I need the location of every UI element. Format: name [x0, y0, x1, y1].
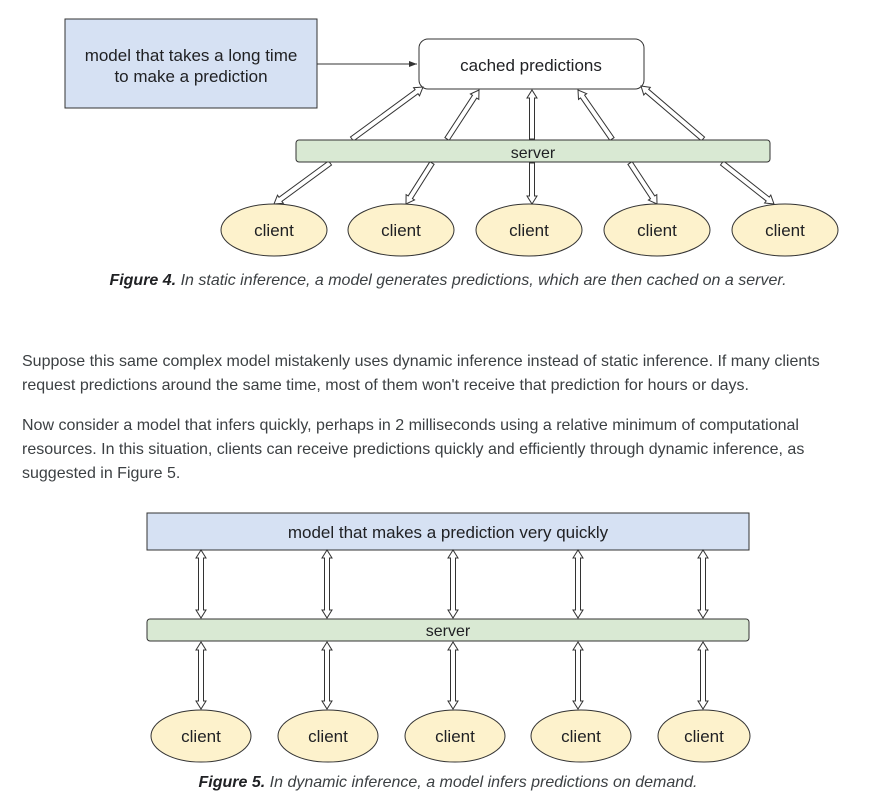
server-to-cache-arrow [349, 86, 424, 142]
fig4-clients: client client client client client [220, 203, 839, 257]
client-2 [347, 203, 455, 257]
fig4-arrows [273, 85, 775, 205]
server-bar [295, 139, 771, 163]
model-server-arrow [572, 549, 584, 619]
client-1 [220, 203, 328, 257]
client-label: client [254, 221, 294, 240]
server-to-cache-arrow [444, 89, 480, 142]
cached-predictions-label: cached predictions [460, 56, 602, 75]
model-server-arrow [447, 549, 459, 619]
server-client-arrow [321, 641, 333, 710]
model-server-arrow [321, 549, 333, 619]
client-5 [657, 709, 751, 763]
server-client-arrow [195, 641, 207, 710]
client-label: client [435, 727, 475, 746]
cached-predictions-box [418, 38, 645, 90]
server-label: server [426, 623, 471, 640]
slow-model-label-line2: to make a prediction [114, 67, 267, 86]
server-client-arrow [447, 641, 459, 710]
server-to-cache-arrow [640, 85, 706, 142]
client-4 [530, 709, 632, 763]
slow-model-box [64, 18, 318, 109]
client-3 [404, 709, 506, 763]
fig5-clients: client client client client client [150, 709, 751, 763]
paragraph-2: Now consider a model that infers quickly… [22, 417, 805, 482]
client-label: client [181, 727, 221, 746]
server-label: server [511, 145, 556, 162]
model-server-arrow [195, 549, 207, 619]
client-4 [603, 203, 711, 257]
paragraph-1: Suppose this same complex model mistaken… [22, 353, 820, 394]
figure-5-caption-label: Figure 5. [198, 774, 266, 791]
client-label: client [308, 727, 348, 746]
server-to-client-arrow [405, 161, 435, 205]
server-to-client-arrow [526, 162, 538, 205]
client-label: client [637, 221, 677, 240]
figure-5-caption-text: In dynamic inference, a model infers pre… [269, 774, 698, 791]
figure-4-diagram: model that takes a long time to make a p… [64, 18, 839, 257]
client-2 [277, 709, 379, 763]
server-to-cache-arrow [526, 89, 538, 140]
client-label: client [765, 221, 805, 240]
server-client-arrow [572, 641, 584, 710]
fig5-arrows [195, 549, 709, 710]
slow-model-label-line1: model that takes a long time [85, 46, 298, 65]
server-to-client-arrow [627, 160, 658, 205]
client-label: client [684, 727, 724, 746]
server-to-client-arrow [273, 160, 333, 205]
figure-4-caption: Figure 4. In static inference, a model g… [0, 272, 896, 290]
server-to-client-arrow [719, 160, 775, 205]
client-label: client [381, 221, 421, 240]
figure-5-diagram: model that makes a prediction very quick… [146, 512, 751, 763]
client-label: client [561, 727, 601, 746]
figure-5-caption: Figure 5. In dynamic inference, a model … [0, 774, 896, 792]
figure-4-caption-text: In static inference, a model generates p… [180, 272, 787, 289]
server-bar [146, 618, 750, 642]
fast-model-box [146, 512, 750, 551]
model-server-arrow [697, 549, 709, 619]
client-1 [150, 709, 252, 763]
fast-model-label: model that makes a prediction very quick… [288, 523, 609, 542]
server-to-cache-arrow [577, 89, 615, 142]
figure-4-caption-label: Figure 4. [109, 272, 177, 289]
client-label: client [509, 221, 549, 240]
client-3 [475, 203, 583, 257]
client-5 [731, 203, 839, 257]
server-client-arrow [697, 641, 709, 710]
